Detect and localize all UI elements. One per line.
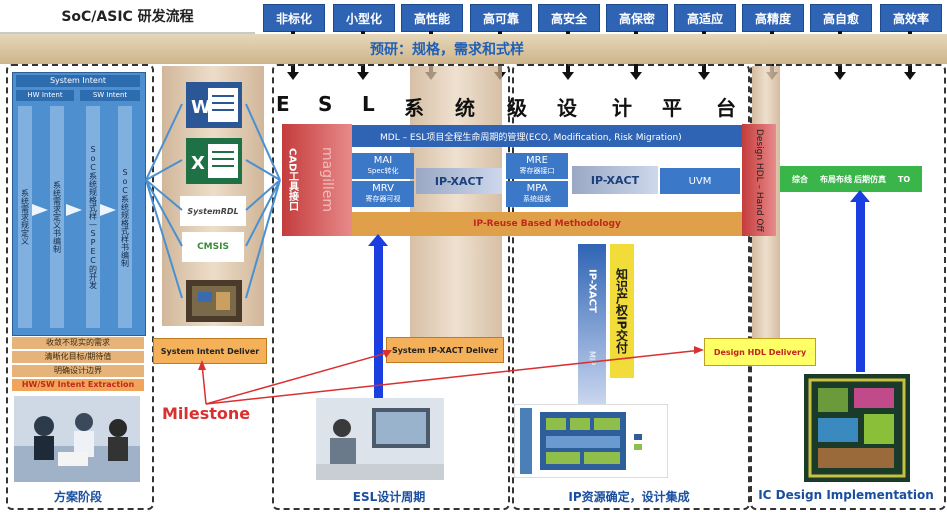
goal-3: 高性能 [401,4,463,32]
esl-heading-char-5: 统 [455,96,475,120]
panel-ip [512,64,750,510]
ic-step-postsim: 后期仿真 [852,166,888,192]
svg-text:W: W [191,97,211,118]
si-column-4: SoC系统规格式样书编制 [118,106,132,328]
si-column-3: SoC系统规格式样—SPEC的开发 [86,106,100,328]
step-converge: 收敛不现实的需求 [12,337,144,349]
system-intent-title: System Intent [16,75,140,87]
ic-step-synthesis: 综合 [780,166,820,192]
sw-intent: SW Intent [80,90,140,101]
ic-pipe-arrow [850,190,870,202]
phase-ip: IP资源确定，设计集成 [568,490,690,504]
uvm-box: UVM [660,168,740,194]
goal-4: 高可靠 [470,4,532,32]
esl-heading-char-10: 台 [716,96,736,120]
panel-ic [750,64,946,510]
ip-delivery-bar: 知识产权IP交付 [610,244,634,378]
esl-heading-char-4: 系 [404,96,424,120]
goal-arrowhead-10 [904,72,916,80]
ipxact-box-2: IP-XACT [572,166,658,194]
svg-text:X: X [191,153,205,174]
goal-1: 非标化 [263,4,325,32]
cad-box [282,124,352,236]
si-column-1: 系统需求规定义 [18,106,32,328]
goal-9: 高自愈 [810,4,872,32]
research-banner: 预研：规格，需求和式样 [0,34,947,64]
esl-heading-char-1: E [276,92,290,116]
mai-sub: Spec转化 [367,167,399,175]
goal-6: 高保密 [606,4,668,32]
board-icon [186,280,242,322]
esl-heading-char-2: S [318,92,333,116]
banner-text: 预研：规格，需求和式样 [370,42,524,58]
ic-step-pnr: 布局布线 [818,166,854,192]
phase-solution: 方案阶段 [53,490,102,504]
esl-heading-char-3: L [362,92,375,116]
ic-blue-pipe [856,200,865,372]
ip-architecture-diagram [514,404,668,478]
step-clarify: 清晰化目标/期待值 [12,351,144,363]
mre-box: MRE 寄存器接口 [506,153,568,179]
esl-heading-char-6: 级 [507,96,527,120]
goal-2: 小型化 [333,4,395,32]
goal-arrowhead-6 [630,72,642,80]
goal-8: 高精度 [742,4,804,32]
si-flow-arrows [32,204,116,216]
ipxact-box-1: IP-XACT [416,168,502,194]
phase-ic: IC Design Implementation [758,488,934,502]
esl-heading-char-7: 设 [557,96,577,120]
esl-column [410,66,502,341]
step-extraction: HW/SW Intent Extraction [12,379,144,391]
esl-heading-char-8: 计 [612,96,632,120]
ipxact-vertical-label: IP-XACT [586,269,598,313]
mai-label: MAI [373,155,393,166]
design-hdl-box: Design HDL – Hand Off [742,124,776,236]
cad-label: CAD工具接口 [286,148,298,212]
mrv-box: MRV 寄存器可视 [352,181,414,207]
goal-7: 高适应 [674,4,736,32]
page-title: SoC/ASIC 研发流程 [0,0,255,34]
esl-blue-pipe [374,244,383,402]
goal-arrowhead-2 [357,72,369,80]
ipxact-deliver: System IP-XACT Deliver [386,337,504,363]
system-intent-deliver: System Intent Deliver [153,338,267,364]
ic-layout-image [804,374,910,482]
magillem-logo: magillem [319,147,335,213]
mai-box: MAI Spec转化 [352,153,414,179]
mpa-sub: 系统组装 [523,195,551,203]
mrv-label: MRV [372,183,394,194]
word-doc-icon: W [186,82,242,128]
ic-step-to: TO [886,166,922,192]
mre-sub: 寄存器接口 [519,167,555,175]
hdl-delivery: Design HDL Delivery [704,338,816,366]
mpa-box: MPA 系统组装 [506,181,568,207]
goal-arrowhead-9 [834,72,846,80]
excel-doc-icon: X [186,138,242,184]
mre-label: MRE [526,155,548,166]
mrv-sub: 寄存器可视 [365,195,401,203]
esl-heading-char-9: 平 [662,96,682,120]
hw-intent: HW Intent [16,90,74,101]
step-boundary: 明确设计边界 [12,365,144,377]
systemrdl-logo: SystemRDL [180,196,246,226]
mpa-label: MPA [526,183,548,194]
goal-arrowhead-5 [562,72,574,80]
si-column-2: 系统需求定义书编制 [50,106,64,328]
goal-5: 高安全 [538,4,600,32]
goal-arrowhead-7 [698,72,710,80]
milestone-label: Milestone [162,404,251,423]
esl-pipe-arrow [368,234,388,246]
cmsis-logo: CMSIS [182,232,244,262]
reuse-bar: IP-Reuse Based Methodology [352,212,742,236]
goal-10: 高效率 [880,4,942,32]
mdl-bar: MDL – ESL项目全程生命周期的管理(ECO, Modification, … [352,125,742,147]
goal-arrowhead-1 [287,72,299,80]
esl-workstation-photo [316,398,444,480]
phase-esl: ESL设计周期 [352,490,426,504]
mip-label: MIP [587,350,597,366]
meeting-photo [14,396,140,482]
